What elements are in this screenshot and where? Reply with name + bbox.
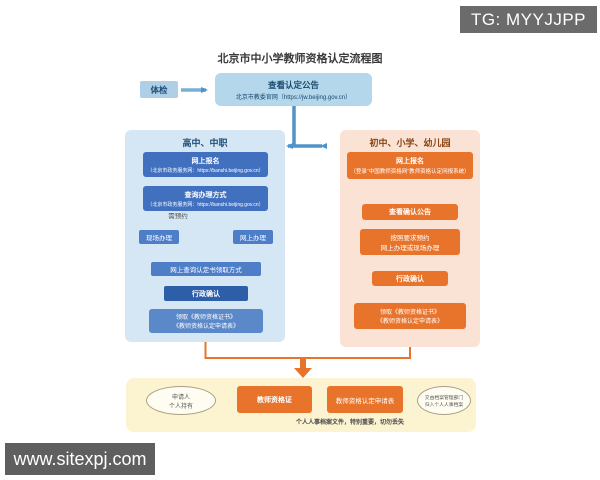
node-archive-file: 交由档案管理部门 归入个人人事档案 <box>417 386 471 415</box>
archive-line2: 归入个人人事档案 <box>424 402 464 408</box>
right-box3-line2: 网上办理或现场办理 <box>380 245 440 252</box>
left-box1-line1: 网上报名 <box>191 157 220 165</box>
announce-line1: 查看认定公告 <box>267 79 319 90</box>
node-left-query-method: 查询办理方式 （北京市政务服务网：https://banshi.beijing.… <box>143 186 268 211</box>
node-application-form: 教师资格认定申请表 <box>327 386 403 413</box>
right-box1-line2: （登录“中国教师资格网”教师资格认定网报系统） <box>350 169 470 175</box>
application-form-label: 教师资格认定申请表 <box>335 397 395 405</box>
node-right-view-confirm-notice: 查看确认公告 <box>362 204 458 220</box>
node-physical-exam-label: 体检 <box>150 84 168 95</box>
node-right-online-signup: 网上报名 （登录“中国教师资格网”教师资格认定网报系统） <box>347 152 473 179</box>
branch-label-appointment: 需预约 <box>168 213 188 220</box>
left-box2-line2: （北京市政务服务网：https://banshi.beijing.gov.cn） <box>147 201 264 208</box>
left-box3-label: 网上查询认定书领取方式 <box>170 267 242 274</box>
right-box5-line1: 领取《教师资格证书》 <box>379 310 440 316</box>
node-left-query-pickup: 网上查询认定书领取方式 <box>151 262 261 276</box>
watermark-telegram-text: TG: MYYJJPP <box>470 9 587 29</box>
announce-line2: 北京市教委官网（https://jw.beijing.gov.cn） <box>235 94 352 101</box>
right-box3-line1: 按照要求预约 <box>390 235 430 242</box>
right-box1-line1: 网上报名 <box>396 158 424 165</box>
left-box5-line1: 领取《教师资格证书》 <box>175 315 236 321</box>
node-online-handling: 网上办理 <box>233 230 273 244</box>
watermark-telegram: TG: MYYJJPP <box>460 6 597 33</box>
left-box5-line2: 《教师资格认定申请表》 <box>172 324 239 330</box>
panel-left-header: 高中、中职 <box>182 138 228 148</box>
node-teacher-certificate: 教师资格证 <box>237 386 312 413</box>
node-applicant-holds: 申请人 个人持有 <box>146 386 216 415</box>
node-left-admin-confirm: 行政确认 <box>164 286 248 301</box>
watermark-site: www.sitexpj.com <box>5 443 155 475</box>
node-left-receive-cert: 领取《教师资格证书》 《教师资格认定申请表》 <box>149 309 263 333</box>
page-title: 北京市中小学教师资格认定流程图 <box>217 53 383 65</box>
important-note: 个人人事档案文件，特别重要，切勿丢失 <box>295 420 404 426</box>
applicant-line1: 申请人 <box>171 394 190 401</box>
left-box1-line2: （北京市政务服务网：https://banshi.beijing.gov.cn） <box>147 167 264 174</box>
online-handling-label: 网上办理 <box>240 235 266 242</box>
watermark-site-text: www.sitexpj.com <box>13 448 147 469</box>
node-physical-exam: 体检 <box>140 81 178 98</box>
node-left-online-signup: 网上报名 （北京市政务服务网：https://banshi.beijing.go… <box>143 152 268 177</box>
node-right-receive-cert: 领取《教师资格证书》 《教师资格认定申请表》 <box>354 303 466 329</box>
node-view-announcement: 查看认定公告 北京市教委官网（https://jw.beijing.gov.cn… <box>215 73 372 106</box>
archive-line1: 交由档案管理部门 <box>424 395 464 401</box>
node-right-appointment-handling: 按照要求预约 网上办理或现场办理 <box>360 229 460 255</box>
left-box2-line1: 查询办理方式 <box>184 191 227 199</box>
left-box4-label: 行政确认 <box>192 290 220 298</box>
node-right-admin-confirm: 行政确认 <box>372 271 448 286</box>
right-box4-label: 行政确认 <box>396 275 424 283</box>
applicant-line2: 个人持有 <box>168 403 193 410</box>
teacher-certificate-label: 教师资格证 <box>257 396 292 404</box>
big-arrow-head <box>294 368 312 378</box>
node-onsite-handling: 现场办理 <box>139 230 179 244</box>
panel-right-header: 初中、小学、幼儿园 <box>369 138 451 148</box>
onsite-handling-label: 现场办理 <box>146 235 172 242</box>
right-box2-label: 查看确认公告 <box>389 209 431 216</box>
right-box5-line2: 《教师资格认定申请表》 <box>376 319 443 325</box>
